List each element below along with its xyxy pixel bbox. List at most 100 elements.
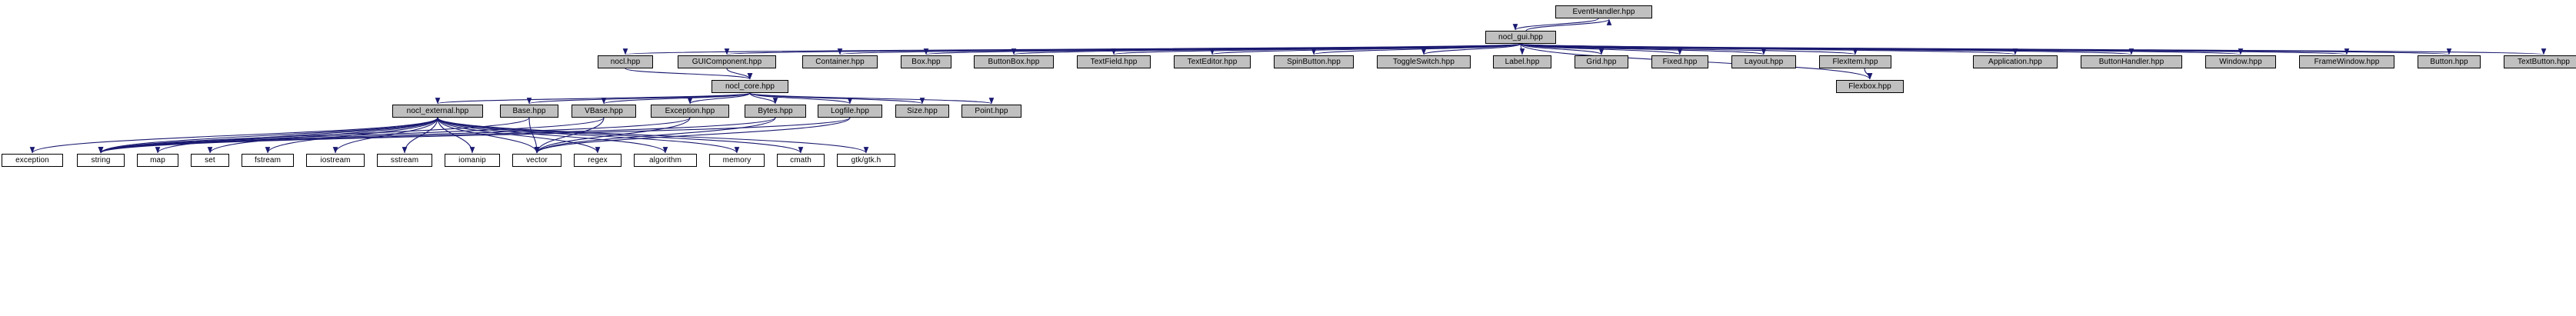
graph-node-std_set[interactable]: set	[191, 154, 229, 167]
edge-nocl_gui-to-eventhandler	[1525, 18, 1612, 32]
edge-bytes-to-std_string	[98, 117, 776, 154]
graph-node-texteditor[interactable]: TextEditor.hpp	[1174, 55, 1251, 68]
edge-nocl_external-to-std_algorithm	[437, 117, 668, 154]
edge-nocl_gui-to-layout	[1520, 43, 1766, 55]
graph-node-label[interactable]: Label.hpp	[1493, 55, 1551, 68]
graph-node-std_algorithm[interactable]: algorithm	[634, 154, 697, 167]
edge-nocl_external-to-std_memory	[437, 117, 740, 154]
edge-nocl_gui-to-texteditor	[1210, 43, 1521, 55]
edge-eventhandler-to-nocl_gui	[1512, 18, 1599, 31]
edge-nocl_external-to-std_vector	[437, 117, 540, 154]
edge-nocl_external-to-std_exception	[29, 117, 438, 154]
graph-node-size[interactable]: Size.hpp	[895, 105, 949, 118]
edge-nocl_gui-to-buttonbox	[1011, 43, 1521, 55]
edge-exception-to-std_vector	[534, 117, 691, 154]
edge-nocl_gui-to-window	[1520, 43, 2243, 55]
edge-nocl_gui-to-box	[924, 43, 1521, 55]
edge-nocl_external-to-std_string	[98, 117, 438, 154]
edge-nocl_gui-to-framewindow	[1520, 43, 2349, 55]
edge-nocl_external-to-std_sstream	[402, 117, 438, 154]
graph-node-flexbox[interactable]: Flexbox.hpp	[1836, 80, 1904, 93]
graph-node-spinbutton[interactable]: SpinButton.hpp	[1274, 55, 1354, 68]
graph-node-logfile[interactable]: Logfile.hpp	[818, 105, 882, 118]
graph-node-flexitem[interactable]: FlexItem.hpp	[1819, 55, 1891, 68]
graph-node-toggleswitch[interactable]: ToggleSwitch.hpp	[1377, 55, 1471, 68]
edge-nocl_gui-to-spinbutton	[1311, 43, 1521, 55]
graph-node-nocl_core[interactable]: nocl_core.hpp	[711, 80, 788, 93]
graph-node-std_sstream[interactable]: sstream	[377, 154, 432, 167]
edge-nocl_gui-to-container	[838, 43, 1521, 55]
graph-node-guicomponent[interactable]: GUIComponent.hpp	[678, 55, 776, 68]
graph-node-framewindow[interactable]: FrameWindow.hpp	[2299, 55, 2394, 68]
edge-base-to-std_string	[98, 117, 530, 154]
edge-flexitem-to-flexbox	[1864, 68, 1873, 80]
edge-nocl_external-to-gtk	[437, 117, 869, 154]
graph-node-std_map[interactable]: map	[137, 154, 178, 167]
edge-nocl_core-to-size	[749, 92, 925, 105]
edge-nocl_core-to-nocl_external	[435, 92, 751, 105]
edge-nocl_gui-to-textbutton	[1520, 43, 2545, 55]
edge-nocl_gui-to-textfield	[1111, 43, 1521, 55]
graph-node-grid[interactable]: Grid.hpp	[1575, 55, 1628, 68]
graph-node-gtk[interactable]: gtk/gtk.h	[837, 154, 895, 167]
graph-node-std_vector[interactable]: vector	[512, 154, 562, 167]
edge-nocl_gui-to-label	[1519, 43, 1525, 55]
graph-node-vbase[interactable]: VBase.hpp	[572, 105, 636, 118]
graph-node-application[interactable]: Application.hpp	[1973, 55, 2058, 68]
edge-nocl_core-to-point	[749, 92, 994, 105]
edge-nocl_gui-to-buttonhandler	[1520, 43, 2134, 55]
graph-node-std_fstream[interactable]: fstream	[242, 154, 294, 167]
edge-nocl_gui-to-grid	[1520, 43, 1605, 55]
graph-node-std_iomanip[interactable]: iomanip	[445, 154, 500, 167]
graph-node-std_string[interactable]: string	[77, 154, 125, 167]
edge-nocl_gui-to-toggleswitch	[1421, 43, 1521, 55]
graph-node-nocl[interactable]: nocl.hpp	[598, 55, 653, 68]
edge-nocl_core-to-base	[527, 92, 751, 105]
edge-logfile-to-std_string	[98, 117, 851, 154]
edge-nocl_external-to-std_iomanip	[437, 117, 475, 154]
edge-nocl_external-to-std_set	[207, 117, 438, 154]
graph-node-textbutton[interactable]: TextButton.hpp	[2504, 55, 2576, 68]
graph-node-std_exception[interactable]: exception	[2, 154, 63, 167]
graph-node-eventhandler[interactable]: EventHandler.hpp	[1555, 5, 1652, 18]
graph-node-nocl_external[interactable]: nocl_external.hpp	[392, 105, 483, 118]
edge-nocl-to-nocl_core	[625, 68, 753, 80]
graph-node-container[interactable]: Container.hpp	[802, 55, 878, 68]
graph-node-exception[interactable]: Exception.hpp	[651, 105, 729, 118]
edge-nocl_external-to-std_map	[155, 117, 438, 154]
graph-node-buttonbox[interactable]: ButtonBox.hpp	[974, 55, 1054, 68]
edge-nocl_core-to-vbase	[601, 92, 751, 105]
edge-guicomponent-to-nocl_core	[726, 68, 753, 80]
edge-nocl_core-to-logfile	[749, 92, 853, 105]
graph-node-textfield[interactable]: TextField.hpp	[1077, 55, 1151, 68]
graph-node-std_memory[interactable]: memory	[709, 154, 765, 167]
edge-nocl_external-to-std_iostream	[332, 117, 438, 154]
edge-nocl_gui-to-button	[1520, 43, 2451, 55]
graph-node-box[interactable]: Box.hpp	[901, 55, 951, 68]
edge-nocl_external-to-std_regex	[437, 117, 601, 154]
edge-nocl_gui-to-application	[1520, 43, 2018, 55]
graph-node-layout[interactable]: Layout.hpp	[1731, 55, 1796, 68]
graph-node-base[interactable]: Base.hpp	[500, 105, 558, 118]
graph-node-std_cmath[interactable]: cmath	[777, 154, 825, 167]
edge-nocl_gui-to-fixed	[1520, 43, 1683, 55]
graph-node-point[interactable]: Point.hpp	[961, 105, 1021, 118]
edge-logfile-to-std_vector	[534, 117, 851, 154]
graph-node-std_regex[interactable]: regex	[574, 154, 622, 167]
edge-nocl_core-to-exception	[687, 92, 751, 105]
edge-bytes-to-std_vector	[534, 117, 776, 154]
graph-node-window[interactable]: Window.hpp	[2205, 55, 2276, 68]
graph-node-button[interactable]: Button.hpp	[2418, 55, 2481, 68]
graph-node-bytes[interactable]: Bytes.hpp	[745, 105, 806, 118]
edge-vbase-to-std_vector	[534, 117, 605, 154]
graph-node-fixed[interactable]: Fixed.hpp	[1651, 55, 1708, 68]
graph-node-buttonhandler[interactable]: ButtonHandler.hpp	[2081, 55, 2182, 68]
edge-nocl_external-to-std_cmath	[437, 117, 804, 154]
edge-nocl_gui-to-nocl	[624, 43, 1521, 55]
edge-nocl_gui-to-guicomponent	[725, 43, 1521, 55]
graph-node-nocl_gui[interactable]: nocl_gui.hpp	[1485, 31, 1556, 44]
edge-group	[29, 18, 2545, 154]
edge-nocl_gui-to-flexitem	[1520, 43, 1858, 55]
graph-node-std_iostream[interactable]: iostream	[306, 154, 365, 167]
